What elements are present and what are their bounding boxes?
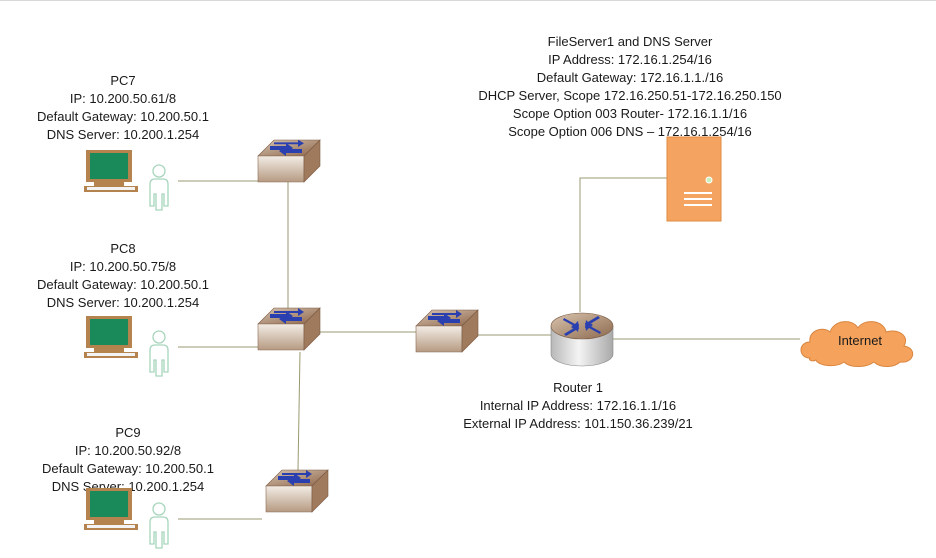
link-switch2-switch4: [297, 351, 301, 471]
server-gateway: Default Gateway: 172.16.1.1./16: [536, 70, 724, 85]
pc7-dns: DNS Server: 10.200.1.254: [46, 127, 200, 142]
internet-label: Internet: [838, 333, 882, 348]
pc9-gateway: Default Gateway: 10.200.50.1: [41, 461, 214, 476]
pc9-device[interactable]: [84, 486, 180, 550]
laptop-icon: [84, 150, 138, 192]
pc7-gateway: Default Gateway: 10.200.50.1: [36, 109, 209, 124]
server-ip: IP Address: 172.16.1.254/16: [548, 52, 712, 67]
pc9-ip: IP: 10.200.50.92/8: [74, 443, 182, 458]
pc8-dns: DNS Server: 10.200.1.254: [46, 295, 200, 310]
internet-cloud[interactable]: Internet: [796, 312, 920, 368]
pc8-label: PC8 IP: 10.200.50.75/8 Default Gateway: …: [3, 240, 243, 312]
switch-icon: [415, 309, 479, 353]
switch-2[interactable]: [256, 306, 322, 356]
pc8-ip: IP: 10.200.50.75/8: [69, 259, 177, 274]
fileserver1[interactable]: [666, 136, 722, 222]
pc7-label: PC7 IP: 10.200.50.61/8 Default Gateway: …: [3, 72, 243, 144]
pc8-device[interactable]: [84, 314, 180, 378]
user-icon: [149, 164, 169, 211]
laptop-icon: [84, 316, 138, 358]
router-icon: [550, 312, 614, 367]
link-router-server: [579, 177, 668, 312]
switch-3[interactable]: [414, 308, 480, 358]
server-dhcp: DHCP Server, Scope 172.16.250.51-172.16.…: [478, 88, 782, 103]
server-opt003: Scope Option 003 Router- 172.16.1.1/16: [512, 106, 748, 121]
server-opt006: Scope Option 006 DNS – 172.16.1.254/16: [508, 124, 752, 139]
router-1[interactable]: [548, 306, 616, 370]
server-label: FileServer1 and DNS Server IP Address: 1…: [470, 33, 790, 141]
pc8-name: PC8: [110, 241, 136, 256]
router-external-ip: External IP Address: 101.150.36.239/21: [463, 416, 693, 431]
laptop-icon: [84, 488, 138, 530]
server-icon: [666, 136, 722, 222]
user-icon: [149, 330, 169, 377]
pc7-device[interactable]: [84, 148, 180, 212]
switch-4[interactable]: [264, 468, 330, 518]
router-label: Router 1 Internal IP Address: 172.16.1.1…: [458, 379, 698, 433]
switch-icon: [257, 139, 321, 183]
server-title: FileServer1 and DNS Server: [547, 34, 713, 49]
router-name: Router 1: [553, 380, 603, 395]
user-icon: [149, 502, 169, 549]
switch-1[interactable]: [256, 138, 322, 188]
pc7-name: PC7: [110, 73, 136, 88]
cloud-icon: [800, 321, 914, 367]
top-divider: [0, 0, 936, 1]
pc8-gateway: Default Gateway: 10.200.50.1: [36, 277, 209, 292]
router-internal-ip: Internal IP Address: 172.16.1.1/16: [479, 398, 677, 413]
pc9-name: PC9: [115, 425, 141, 440]
switch-icon: [265, 469, 329, 513]
switch-icon: [257, 307, 321, 351]
pc7-ip: IP: 10.200.50.61/8: [69, 91, 177, 106]
